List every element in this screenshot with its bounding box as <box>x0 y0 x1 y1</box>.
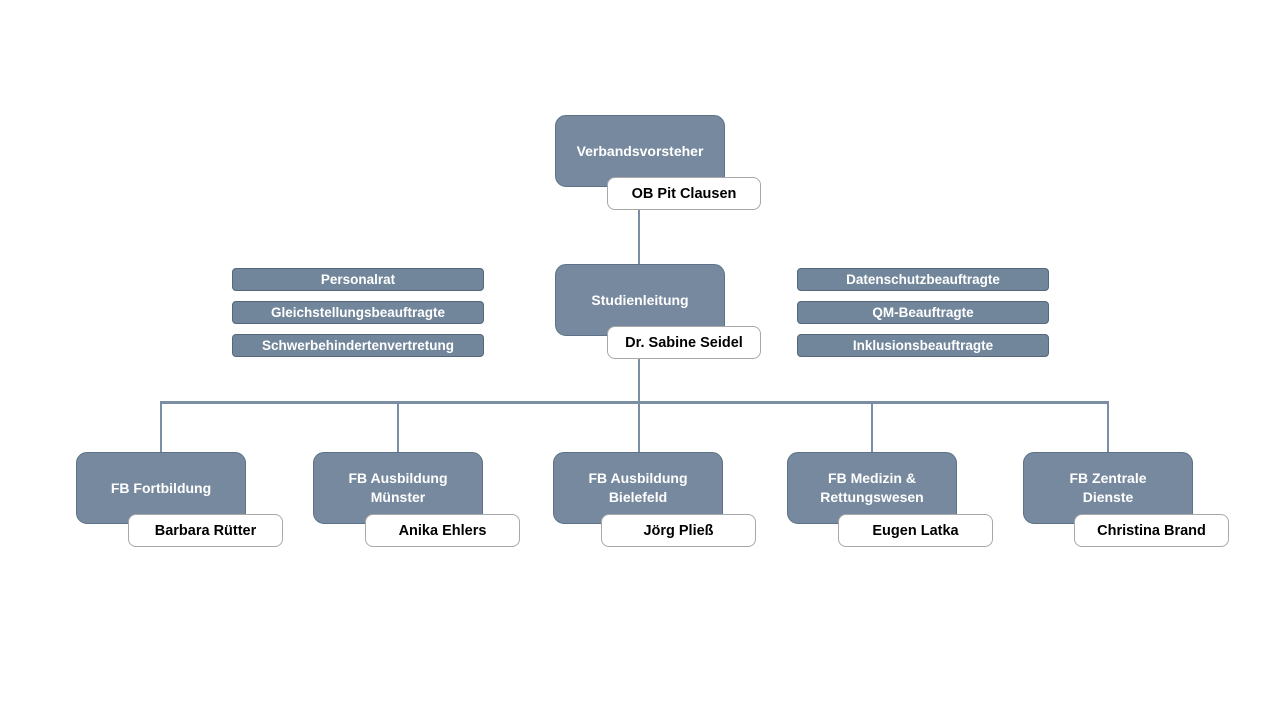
node-title: Verbandsvorsteher <box>576 142 704 159</box>
node-title: FB Ausbildung Münster <box>348 470 448 505</box>
person-name: Christina Brand <box>1097 522 1206 539</box>
person-name: Dr. Sabine Seidel <box>625 334 743 351</box>
node-title: FB Fortbildung <box>110 479 212 496</box>
person-name: Jörg Pließ <box>643 522 714 539</box>
node-title: FB Medizin & Rettungswesen <box>820 470 924 505</box>
bar-label: Schwerbehindertenvertretung <box>261 338 455 353</box>
name-tag-fb-ausbildung-muenster[interactable]: Anika Ehlers <box>365 514 520 547</box>
person-name: Barbara Rütter <box>154 522 257 539</box>
connector-drop-dept-2 <box>396 401 400 453</box>
bar-inklusionsbeauftragte[interactable]: Inklusionsbeauftragte <box>797 334 1049 357</box>
connector-drop-dept-5 <box>1106 401 1110 453</box>
node-title: Studienleitung <box>591 291 689 308</box>
name-tag-fb-zentrale-dienste[interactable]: Christina Brand <box>1074 514 1229 547</box>
name-tag-verbandsvorsteher[interactable]: OB Pit Clausen <box>607 177 761 210</box>
bar-label: Gleichstellungsbeauftragte <box>270 305 446 320</box>
name-tag-fb-medizin-rettungswesen[interactable]: Eugen Latka <box>838 514 993 547</box>
connector-drop-dept-4 <box>870 401 874 453</box>
name-tag-studienleitung[interactable]: Dr. Sabine Seidel <box>607 326 761 359</box>
connector-drop-dept-1 <box>159 401 163 453</box>
node-title: FB Ausbildung Bielefeld <box>588 470 688 505</box>
connector-lead-to-bus <box>637 358 640 454</box>
person-name: OB Pit Clausen <box>631 185 737 202</box>
person-name: Eugen Latka <box>872 522 959 539</box>
bar-label: Personalrat <box>320 272 396 287</box>
connector-bus-horizontal <box>160 401 1109 404</box>
name-tag-fb-fortbildung[interactable]: Barbara Rütter <box>128 514 283 547</box>
bar-label: Datenschutzbeauftragte <box>846 272 1000 287</box>
bar-datenschutzbeauftragte[interactable]: Datenschutzbeauftragte <box>797 268 1049 291</box>
bar-personalrat[interactable]: Personalrat <box>232 268 484 291</box>
bar-gleichstellungsbeauftragte[interactable]: Gleichstellungsbeauftragte <box>232 301 484 324</box>
bar-qm-beauftragte[interactable]: QM-Beauftragte <box>797 301 1049 324</box>
person-name: Anika Ehlers <box>398 522 487 539</box>
bar-label: Inklusionsbeauftragte <box>852 338 994 353</box>
name-tag-fb-ausbildung-bielefeld[interactable]: Jörg Pließ <box>601 514 756 547</box>
bar-schwerbehindertenvertretung[interactable]: Schwerbehindertenvertretung <box>232 334 484 357</box>
bar-label: QM-Beauftragte <box>872 305 974 320</box>
node-title: FB Zentrale Dienste <box>1069 470 1147 505</box>
connector-root-to-lead <box>637 209 640 265</box>
